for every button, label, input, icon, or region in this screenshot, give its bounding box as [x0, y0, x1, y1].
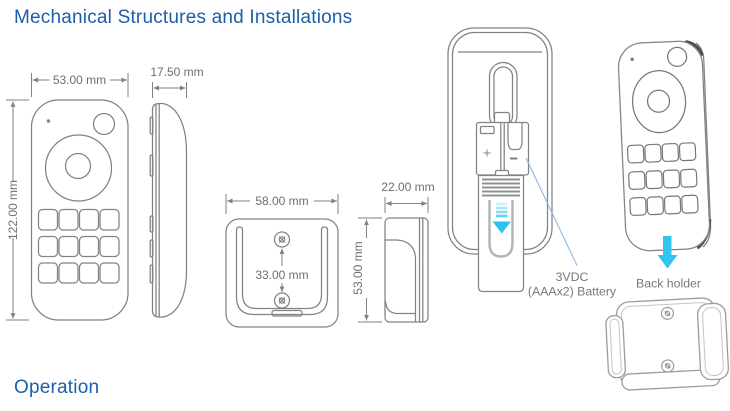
remote-button — [644, 143, 662, 163]
holder-side-view — [384, 217, 429, 323]
remote-button — [58, 262, 79, 284]
remote-button — [37, 235, 59, 258]
insert-down-arrow-icon — [657, 236, 678, 269]
battery-compartment — [475, 111, 530, 179]
remote-side-view — [149, 102, 188, 318]
remote-button — [99, 262, 120, 284]
remote-3d-view — [617, 40, 712, 252]
dpad-center-button — [646, 89, 671, 113]
remote-front-view — [30, 99, 129, 321]
remote-button — [680, 168, 698, 188]
remote-button — [58, 208, 79, 231]
dim-label-side-thickness: 17.50 mm — [150, 65, 203, 79]
dim-label-hole-spacing: 33.00 mm — [255, 268, 308, 282]
dimension-side-thickness: 17.50 mm — [150, 65, 204, 98]
led-icon — [46, 119, 51, 123]
led-icon — [630, 57, 634, 62]
remote-button — [661, 142, 680, 163]
remote-button — [58, 235, 79, 258]
battery-label-line1: 3VDC — [556, 270, 589, 284]
screw-icon — [273, 231, 291, 248]
remote-button — [646, 196, 665, 216]
screw-icon — [273, 292, 291, 309]
side-button — [149, 264, 154, 284]
dimension-holder-depth: 22.00 mm — [381, 180, 435, 213]
remote-button — [78, 208, 100, 231]
battery-leader-line — [525, 157, 578, 266]
dpad-ring — [44, 134, 113, 202]
screw-icon — [660, 306, 675, 320]
remote-button — [37, 262, 59, 284]
back-holder-label: Back holder — [636, 277, 701, 291]
remote-back-view: 3VDC (AAAx2) Battery — [447, 27, 617, 299]
battery-cover — [477, 174, 525, 293]
remote-button — [99, 235, 120, 258]
power-button — [666, 46, 688, 67]
dimension-front-height: 122.00 mm — [6, 99, 29, 321]
remote-button — [645, 170, 663, 190]
dim-label-front-width: 53.00 mm — [53, 73, 106, 87]
button-grid — [37, 208, 120, 284]
remote-button — [678, 142, 697, 162]
battery-label-line2: (AAAx2) Battery — [528, 285, 617, 299]
holder-front-view — [225, 218, 339, 328]
remote-button — [681, 194, 699, 214]
remote-button — [37, 208, 59, 231]
remote-button — [626, 144, 645, 164]
side-button — [149, 215, 154, 233]
dimension-holder-width: 58.00 mm — [225, 194, 339, 214]
side-button — [149, 154, 154, 177]
holder-3d-view — [605, 297, 730, 391]
dim-label-front-height: 122.00 mm — [6, 180, 20, 240]
remote-button — [663, 195, 682, 215]
dimension-holder-height: 53.00 mm — [351, 217, 382, 323]
screw-icon — [661, 359, 675, 373]
dimension-front-width: 53.00 mm — [31, 73, 129, 97]
side-button — [149, 116, 154, 135]
button-grid-3d — [626, 142, 699, 216]
remote-button — [662, 169, 681, 189]
remote-button — [629, 196, 647, 216]
remote-button — [628, 170, 646, 191]
page-title: Mechanical Structures and Installations — [14, 7, 353, 28]
section-title-operation: Operation — [14, 377, 100, 398]
dimension-hole-spacing: 33.00 mm — [255, 248, 309, 292]
side-button — [149, 239, 154, 258]
slide-down-arrow-icon — [492, 202, 511, 234]
dpad-ring — [631, 70, 687, 134]
remote-button — [78, 235, 100, 258]
dim-label-holder-depth: 22.00 mm — [381, 180, 434, 194]
dim-label-holder-height: 53.00 mm — [351, 241, 365, 294]
dim-label-holder-width: 58.00 mm — [255, 194, 308, 208]
dpad-center-button — [64, 152, 92, 180]
power-button — [92, 112, 116, 136]
remote-button — [99, 208, 120, 231]
remote-button — [78, 262, 100, 284]
